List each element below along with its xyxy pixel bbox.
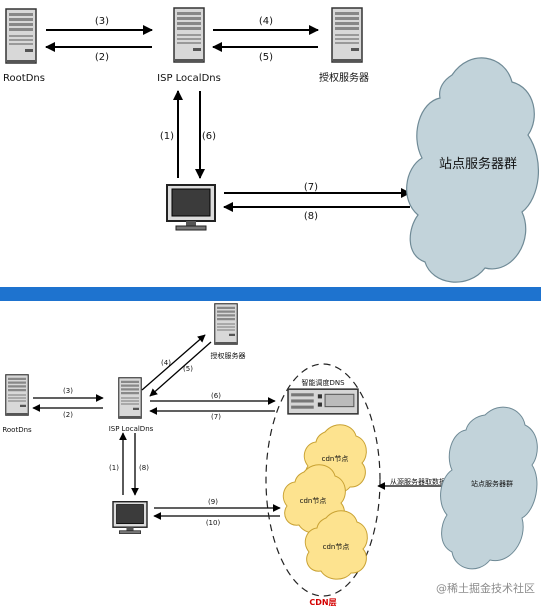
section-divider bbox=[0, 287, 541, 301]
step-1-label: (1) bbox=[109, 464, 119, 472]
watermark-text: @稀土掘金技术社区 bbox=[436, 581, 535, 595]
cdn-node-label: cdn节点 bbox=[300, 497, 327, 505]
step-2-label: (2) bbox=[63, 411, 73, 419]
auth-server-label: 授权服务器 bbox=[319, 71, 369, 84]
origin-fetch-label: 从源服务器取数据 bbox=[390, 477, 446, 486]
cdn-layer-label: CDN层 bbox=[309, 598, 336, 607]
isp-localdns-label: ISP LocalDns bbox=[109, 425, 154, 433]
arrow-step-5 bbox=[149, 341, 212, 397]
step-7-label: (7) bbox=[304, 182, 318, 193]
step-6-label: (6) bbox=[211, 392, 221, 400]
root-dns-label: RootDns bbox=[2, 426, 32, 434]
step-5-label: (5) bbox=[259, 52, 273, 63]
step-2-label: (2) bbox=[95, 52, 109, 63]
step-8-label: (8) bbox=[304, 211, 318, 222]
root-dns-label: RootDns bbox=[3, 73, 45, 84]
step-8-label: (8) bbox=[139, 464, 149, 472]
step-5-label: (5) bbox=[183, 365, 193, 373]
step-4-label: (4) bbox=[161, 359, 171, 367]
client-monitor-icon bbox=[112, 501, 148, 535]
site-cluster-label: 站点服务器群 bbox=[471, 479, 513, 488]
step-10-label: (10) bbox=[206, 519, 221, 527]
step-4-label: (4) bbox=[259, 16, 273, 27]
step-1-label: (1) bbox=[160, 131, 174, 142]
arrow-step-4 bbox=[141, 334, 206, 391]
step-3-label: (3) bbox=[95, 16, 109, 27]
step-9-label: (9) bbox=[208, 498, 218, 506]
cdn-node-cloud-icon bbox=[304, 510, 368, 580]
root-dns-server-icon bbox=[5, 374, 29, 416]
smart-dns-server-icon bbox=[287, 388, 359, 415]
isp-localdns-server-icon bbox=[118, 377, 142, 419]
cdn-node-label: cdn节点 bbox=[323, 543, 350, 551]
client-monitor-icon bbox=[166, 184, 216, 231]
auth-server-icon bbox=[214, 303, 238, 345]
smart-dns-label: 智能调度DNS bbox=[301, 378, 345, 387]
site-cluster-cloud-icon bbox=[406, 57, 540, 283]
site-cluster-label: 站点服务器群 bbox=[439, 156, 517, 172]
top-diagram: RootDns ISP LocalDns 授权服务器 (3) (2) (4) (… bbox=[3, 7, 540, 283]
isp-localdns-label: ISP LocalDns bbox=[157, 73, 221, 84]
auth-server-label: 授权服务器 bbox=[211, 351, 246, 360]
step-6-label: (6) bbox=[202, 131, 216, 142]
bottom-diagram: RootDns ISP LocalDns 授权服务器 (3) (2) (4) (… bbox=[2, 303, 538, 607]
cdn-layer-boundary bbox=[265, 363, 381, 597]
root-dns-server-icon bbox=[5, 8, 37, 64]
site-cluster-cloud-icon bbox=[440, 406, 538, 570]
auth-server-icon bbox=[331, 7, 363, 63]
step-7-label: (7) bbox=[211, 413, 221, 421]
step-3-label: (3) bbox=[63, 387, 73, 395]
cdn-node-label: cdn节点 bbox=[322, 455, 349, 463]
isp-localdns-server-icon bbox=[173, 7, 205, 63]
